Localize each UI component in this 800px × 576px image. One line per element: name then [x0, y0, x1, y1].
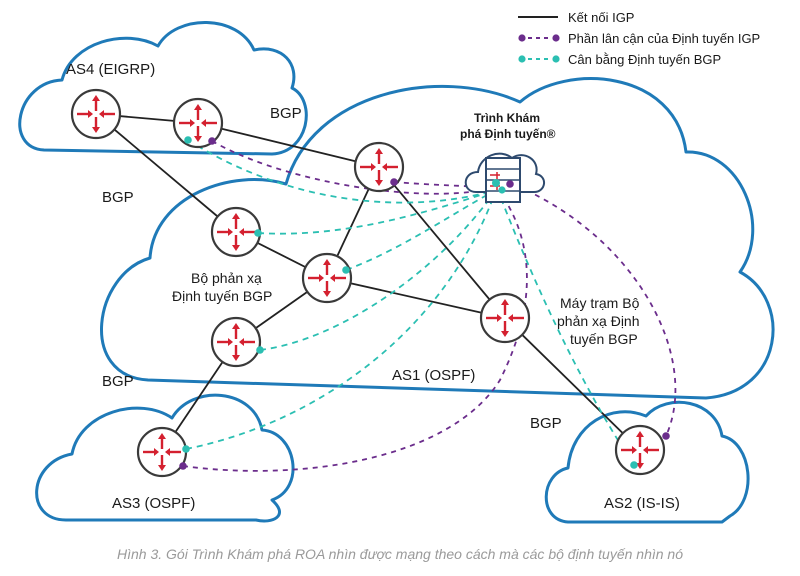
bgp-peer-rr2 [259, 189, 497, 351]
link-rr-server-to-as2 [504, 317, 641, 451]
igp-neighbor-top [393, 181, 501, 189]
rr-server-label-line3: tuyến BGP [570, 331, 638, 347]
legend-igp-neighbor-label: Phần lân cận của Định tuyến IGP [568, 31, 760, 46]
explorer-label-line1: Trình Khám [474, 111, 540, 125]
router-route-reflector-2 [210, 316, 262, 368]
router-as1-center [301, 252, 353, 304]
router-as3 [136, 426, 188, 478]
router-as2 [614, 424, 666, 476]
cloud-label-as4: AS4 (EIGRP) [66, 61, 155, 78]
cloud-label-as3: AS3 (OSPF) [112, 495, 195, 512]
bgp-peer-rr1 [257, 189, 497, 235]
bgp-label-lower-right: BGP [530, 415, 562, 432]
router-as4-left [70, 88, 122, 140]
explorer-label-line2: phá Định tuyến® [460, 127, 556, 141]
router-route-reflector-server [479, 292, 531, 344]
bgp-label-lower-left: BGP [102, 373, 134, 390]
bgp-peer-as3 [185, 189, 497, 450]
igp-neighbor-as4 [211, 140, 471, 195]
cloud-label-as1: AS1 (OSPF) [392, 367, 475, 384]
cloud-label-as2: AS2 (IS-IS) [604, 495, 680, 512]
link-as4-to-rr1 [95, 113, 237, 233]
igp-neighbor-lines [182, 140, 677, 472]
route-reflector-label-line1: Bộ phản xạ [191, 270, 262, 286]
igp-neighbor-as2 [516, 185, 677, 437]
legend-bgp-peering-label: Cân bằng Định tuyến BGP [568, 52, 721, 67]
link-top-to-rr-server [378, 166, 506, 319]
rr-server-label-line2: phản xạ Định [557, 313, 640, 329]
bgp-peer-as2 [496, 187, 635, 466]
bgp-peer-as4 [187, 139, 497, 204]
figure-caption: Hình 3. Gói Trình Khám phá ROA nhìn được… [117, 546, 683, 562]
link-as4-to-top-router [197, 122, 380, 168]
link-center-to-rr-server [326, 277, 506, 319]
bgp-label-left: BGP [102, 189, 134, 206]
cloud-as4 [18, 21, 308, 156]
router-route-reflector-1 [210, 206, 262, 258]
legend: Kết nối IGP Phần lân cận của Định tuyến … [518, 10, 760, 67]
bgp-peering-lines [185, 139, 635, 466]
igp-neighbor-as3 [182, 199, 528, 472]
rr-server-label-line1: Máy trạm Bộ [560, 295, 640, 311]
legend-igp-link-label: Kết nối IGP [568, 10, 634, 25]
route-explorer-icon [464, 152, 545, 203]
route-reflector-label-line2: Định tuyến BGP [172, 288, 272, 304]
endpoint-dots [179, 136, 670, 470]
bgp-label-top: BGP [270, 105, 302, 122]
